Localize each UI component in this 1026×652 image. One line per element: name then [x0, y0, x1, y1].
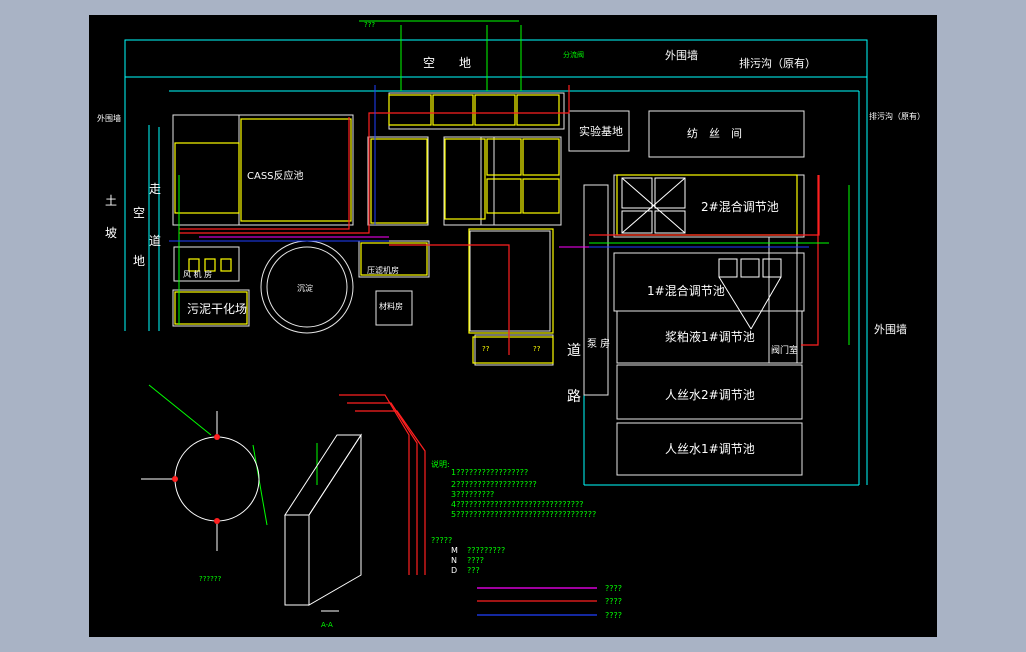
legend-heading: ?????	[431, 536, 452, 545]
blue-pipes	[169, 85, 809, 248]
label-cass-tank: CASS反应池	[247, 169, 304, 182]
note-item: 2???????????????????	[451, 480, 537, 489]
legend-line-label: ????	[605, 584, 622, 593]
note-item: 3?????????	[451, 490, 494, 499]
label-empty-land-left-1: 地	[133, 254, 145, 268]
red-pipes	[179, 85, 820, 575]
notes-heading: 说明:	[431, 459, 450, 469]
label-mixed-tank-2: 2#混合调节池	[701, 199, 779, 214]
site-plan-drawing: 外围墙 外围墙 外围墙 排污沟（原有） 排污沟（原有） 空 地 实验基地 纺 丝…	[97, 20, 925, 629]
legend-text: ???	[467, 566, 480, 575]
legend-lines	[477, 587, 597, 616]
site-outline	[124, 39, 868, 486]
text-labels: 外围墙 外围墙 外围墙 排污沟（原有） 排污沟（原有） 空 地 实验基地 纺 丝…	[97, 21, 925, 629]
label-fan-room: 风 机 房	[183, 269, 212, 279]
section-aa-detail	[284, 433, 362, 612]
pump-detail-marks	[172, 434, 220, 524]
label-mixed-tank-1: 1#混合调节池	[647, 283, 725, 298]
label-pump-mark-0: ??	[482, 345, 490, 353]
label-pulp-tank: 浆粕液1#调节池	[665, 329, 755, 344]
label-road-0: 道	[567, 343, 581, 359]
note-item: 1?????????????????	[451, 468, 528, 477]
label-sewer-top: 排污沟（原有）	[739, 56, 816, 70]
label-sewer-right: 排污沟（原有）	[869, 111, 925, 121]
label-pump-mark-1: ??	[533, 345, 541, 353]
label-outer-wall-right: 外围墙	[874, 322, 907, 336]
tank-grid	[621, 177, 782, 330]
yellow-structures	[174, 94, 798, 364]
pump-detail-circle	[141, 411, 260, 551]
label-outer-wall-top: 外围墙	[665, 48, 698, 62]
legend-symbol: N	[451, 556, 457, 565]
label-rayon-tank-1: 人丝水1#调节池	[665, 442, 755, 456]
legend-line-label: ????	[605, 611, 622, 620]
drawing-canvas: 外围墙 外围墙 外围墙 排污沟（原有） 排污沟（原有） 空 地 实验基地 纺 丝…	[89, 15, 937, 637]
label-clarifier: 沉淀	[297, 283, 313, 293]
label-experiment-base: 实验基地	[579, 124, 623, 138]
magenta-pipes	[199, 236, 589, 248]
label-pump-room: 泵 房	[587, 337, 610, 350]
label-rayon-tank-2: 人丝水2#调节池	[665, 388, 755, 402]
label-press-room: 压滤机房	[367, 265, 399, 275]
legend-symbol: M	[451, 546, 458, 555]
label-top-mark: ???	[364, 21, 375, 29]
green-pipes	[148, 20, 850, 526]
label-empty-land-left-0: 空	[133, 206, 145, 220]
label-material-room: 材料房	[379, 301, 403, 311]
legend-line-label: ????	[605, 597, 622, 606]
notes: 说明: 1????????????????? 2????????????????…	[431, 459, 596, 519]
label-detail-title: ??????	[199, 575, 222, 583]
label-soil-slope-1: 坡	[105, 226, 117, 240]
legend-text: ????	[467, 556, 484, 565]
legend-symbol: D	[451, 566, 457, 575]
label-section-title: A-A	[321, 621, 333, 629]
label-empty-land: 空 地	[423, 56, 471, 70]
label-spinning-room: 纺 丝 间	[687, 126, 742, 140]
label-outer-wall-left: 外围墙	[97, 113, 121, 123]
label-walkway-1: 道	[149, 234, 161, 248]
note-item: 4??????????????????????????????	[451, 500, 583, 509]
note-item: 5?????????????????????????????????	[451, 510, 596, 519]
label-sludge-yard: 污泥干化场	[187, 302, 247, 316]
label-valve-room: 阀门室	[771, 344, 798, 356]
buildings	[172, 92, 805, 476]
label-road-1: 路	[567, 389, 581, 405]
legend: ????? M ????????? N ???? D ??? ???? ????…	[431, 536, 622, 620]
legend-text: ?????????	[467, 546, 505, 555]
label-walkway-0: 走	[149, 182, 161, 196]
label-soil-slope-0: 土	[105, 194, 117, 208]
label-junction: 分流阀	[563, 50, 584, 59]
